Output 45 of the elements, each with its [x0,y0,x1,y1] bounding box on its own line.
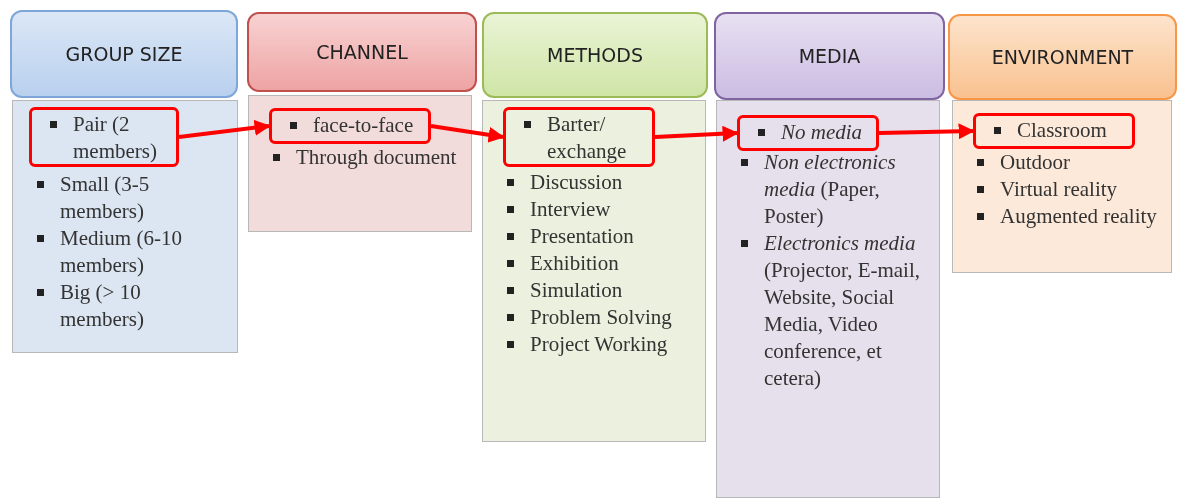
header-box [247,12,477,92]
header-box [10,10,238,98]
list-item: Augmented reality [1000,203,1157,230]
header-box [482,12,708,98]
list-item: face-to-face [313,112,414,139]
arrow [878,123,975,140]
list-item: Project Working [530,331,668,358]
header-box [948,14,1177,100]
header-text: CHANNEL [315,41,409,63]
list-item: Simulation [530,277,623,304]
arrow [430,124,505,143]
list-panel [716,100,940,498]
highlight-box [737,115,879,151]
list-item: Small (3-5 members) [60,171,151,225]
header-text: ENVIRONMENT [990,46,1135,68]
list-item: Non electronics media (Paper, Poster) [764,149,897,230]
list-item: Electronics media (Projector, E-mail, Website, Social Media, Video conference, et cetera) [764,230,922,392]
header-text: METHODS [546,44,644,66]
list-item: Exhibition [530,250,619,277]
list-item: Problem Solving [530,304,672,331]
list-item: Interview [530,196,611,223]
arrow [178,119,271,139]
list-panel [248,95,472,232]
header-text: MEDIA [797,45,862,67]
highlight-box [973,113,1135,149]
list-item: Through document [296,144,457,171]
list-panel [952,100,1172,273]
list-item: Medium (6-10 members) [60,225,183,279]
header-text: GROUP SIZE [64,43,184,65]
list-item: Outdoor [1000,149,1070,176]
list-item: Virtual reality [1000,176,1118,203]
list-panel [12,100,238,353]
header-box [714,12,945,100]
highlight-box [269,108,431,144]
list-item: No media [781,119,863,146]
list-item: Presentation [530,223,634,250]
list-item: Discussion [530,169,623,196]
list-item: Classroom [1017,117,1107,144]
list-item: Pair (2 members) [73,111,158,165]
list-panel [482,100,706,442]
arrow [654,125,739,142]
highlight-box [503,107,655,167]
list-item: Big (> 10 members) [60,279,145,333]
highlight-box [29,107,179,167]
list-item: Barter/ exchange [547,111,628,165]
